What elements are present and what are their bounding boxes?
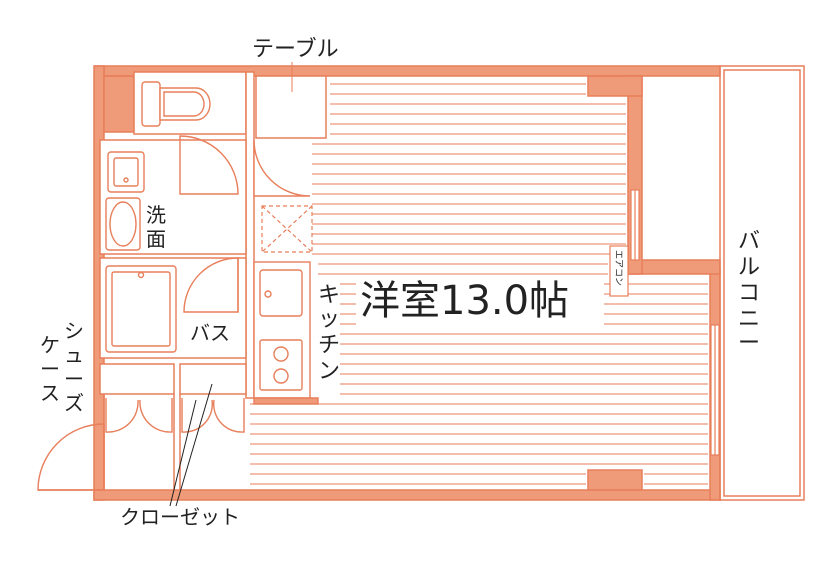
label-washroom-2: 面 [146,227,166,251]
label-washroom-1: 洗 [146,203,166,227]
label-closet: クローゼット [120,505,240,529]
table-top [255,75,327,139]
closet-leader-1 [169,399,197,507]
aircon-box [609,245,629,297]
doors [37,135,311,491]
label-table: テーブル [252,37,339,62]
label-shoe-case-2b: ー [40,357,60,381]
label-kitchen-2: ッ [318,307,340,332]
bottom-wall [93,489,721,501]
bathtub [105,265,177,353]
bottom-pillar [587,469,643,491]
label-kitchen-3: チ [318,333,340,358]
fridge-x1 [261,205,313,253]
labels: テーブル 洗 面 バス キ ッ チ ン 洋室13.0帖 エアコン バ ル コ ニ… [40,37,760,529]
kitchen-sink [259,269,303,317]
label-bath: バス [190,321,230,345]
toilet [141,81,211,127]
shoe-case-door-r [139,398,173,433]
table [255,62,327,139]
washroom-fixtures [105,151,145,251]
label-kitchen-1: キ [318,283,340,308]
label-shoe-case-2a: ケ [40,333,60,357]
balcony-inner [723,69,801,497]
label-balcony-2: ル [738,255,760,280]
label-kitchen-4: ン [318,359,340,384]
fridge-space [261,205,313,253]
toilet-bowl-inner [163,91,205,117]
closet-door-r [213,398,245,433]
shoe-case-box [99,363,175,395]
label-aircon: エアコン [613,250,623,286]
kitchen-sink-drain [264,290,272,298]
entrance-door [37,423,105,491]
closet-box [179,363,247,395]
label-shoe-case-2c: ス [40,381,60,405]
burner-bottom [273,368,289,384]
balcony [719,65,805,501]
label-shoe-case-1c: ー [64,367,84,391]
label-balcony-3: コ [738,281,760,306]
wash-basin-inner [113,157,139,187]
label-shoe-case-1b: ュ [64,343,84,367]
toilet-tank [141,81,161,127]
label-shoe-case-1d: ズ [64,391,84,415]
leader-lines [169,383,213,507]
kitchen-counter [253,261,319,405]
shoe-case-door-l [105,398,139,433]
bathtub-inner [111,271,171,347]
fridge-x2 [261,205,313,253]
corner-pillar-tl [103,75,135,133]
closet-door-l [181,398,213,433]
label-balcony-5: ー [738,331,760,356]
wet-area-wall [245,71,255,399]
wash-basin-drain [123,177,129,183]
label-shoe-case-1a: シ [64,319,84,343]
floor-hatching [250,83,708,485]
balcony-outline [719,65,805,501]
label-room: 洋室13.0帖 [360,278,569,324]
corner-block [587,75,643,97]
label-balcony-4: ニ [738,307,760,332]
toilet-door [179,135,239,195]
stove [259,339,303,391]
windows [630,189,720,456]
aircon-unit [609,245,629,297]
bathtub-drain [137,271,145,279]
kitchen-back-wall [253,397,319,405]
bath-door [183,257,239,313]
label-balcony-1: バ [738,229,760,254]
closet-leader-2 [175,383,213,507]
burner-top [273,346,289,362]
washroom-door [253,139,311,197]
washer-pan-inner [109,201,137,247]
